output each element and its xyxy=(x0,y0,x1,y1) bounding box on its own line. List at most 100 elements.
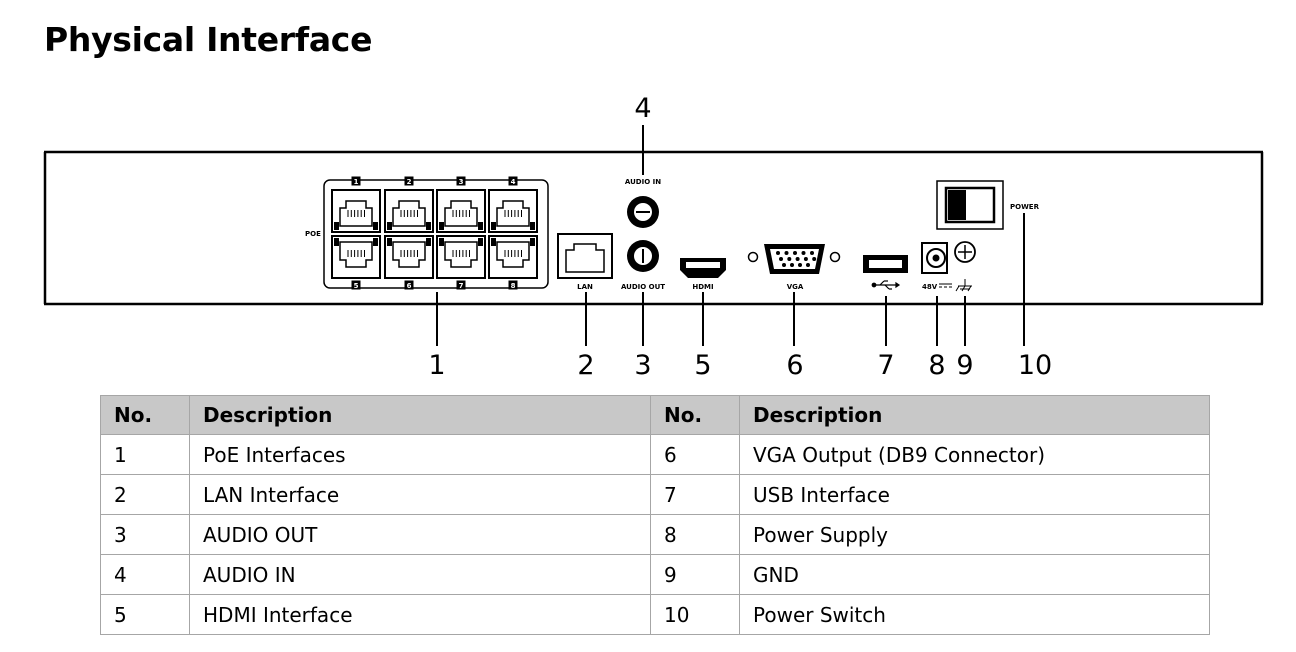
audio-out-jack: AUDIO OUT xyxy=(621,240,665,291)
vga-pin xyxy=(779,257,783,261)
row-no: 6 xyxy=(650,434,740,475)
header-no: No. xyxy=(100,395,190,435)
vga-pin xyxy=(806,263,810,267)
chassis-outline xyxy=(43,150,1264,306)
vga-pin xyxy=(798,263,802,267)
row-no: 9 xyxy=(650,554,740,595)
table-row: 4 AUDIO IN 9 GND xyxy=(100,554,1210,595)
poe-ports-group: POE 1 2 3 4 5 6 7 8 xyxy=(305,176,549,290)
svg-text:4: 4 xyxy=(511,178,516,186)
interface-table: No. Description No. Description 1 PoE In… xyxy=(100,395,1210,635)
callout-10: 10 xyxy=(1018,350,1052,381)
row-description: PoE Interfaces xyxy=(189,434,651,475)
table-row: 2 LAN Interface 7 USB Interface xyxy=(100,474,1210,515)
poe-port-number: 6 xyxy=(404,280,414,290)
row-no: 4 xyxy=(100,554,190,595)
row-description: Power Supply xyxy=(739,514,1210,555)
row-no: 7 xyxy=(650,474,740,515)
row-description: USB Interface xyxy=(739,474,1210,515)
row-description: GND xyxy=(739,554,1210,595)
poe-port-number: 3 xyxy=(456,176,466,186)
svg-text:1: 1 xyxy=(354,178,359,186)
hdmi-label: HDMI xyxy=(692,283,713,291)
vga-pin xyxy=(784,251,789,255)
poe-port-number: 2 xyxy=(404,176,414,186)
row-no: 10 xyxy=(650,594,740,635)
vga-label: VGA xyxy=(787,283,804,291)
callout-3: 3 xyxy=(634,350,651,381)
poe-port-number: 5 xyxy=(351,280,361,290)
row-description: Power Switch xyxy=(739,594,1210,635)
poe-port-number: 7 xyxy=(456,280,466,290)
row-no: 1 xyxy=(100,434,190,475)
callout-leaders xyxy=(436,125,1025,346)
callout-2: 2 xyxy=(577,350,594,381)
row-no: 5 xyxy=(100,594,190,635)
poe-port xyxy=(488,189,538,233)
audio-in-label: AUDIO IN xyxy=(625,178,661,186)
vga-pin xyxy=(810,251,814,255)
poe-port-number: 1 xyxy=(351,176,361,186)
svg-text:5: 5 xyxy=(354,282,359,290)
dc-label: 48V xyxy=(922,283,938,291)
row-description: HDMI Interface xyxy=(189,594,651,635)
usb-icon xyxy=(871,280,901,290)
svg-text:7: 7 xyxy=(459,282,464,290)
svg-text:6: 6 xyxy=(407,282,412,290)
callout-8: 8 xyxy=(928,350,945,381)
ground-screw xyxy=(954,241,976,292)
callout-4: 4 xyxy=(634,93,651,124)
poe-ports: 1 2 3 4 5 6 7 8 xyxy=(331,176,538,290)
callout-5: 5 xyxy=(694,350,711,381)
vga-pin xyxy=(782,263,786,267)
row-description: VGA Output (DB9 Connector) xyxy=(739,434,1210,475)
hdmi-port: HDMI xyxy=(680,258,726,291)
callout-9: 9 xyxy=(956,350,973,381)
poe-port xyxy=(436,235,486,279)
header-description: Description xyxy=(739,395,1210,435)
vga-pin xyxy=(795,257,800,261)
power-label: POWER xyxy=(1010,203,1040,211)
poe-port xyxy=(384,235,434,279)
row-no: 2 xyxy=(100,474,190,515)
ground-icon xyxy=(955,279,972,292)
table-row: 1 PoE Interfaces 6 VGA Output (DB9 Conne… xyxy=(100,434,1210,475)
poe-label: POE xyxy=(305,230,321,238)
row-description: AUDIO IN xyxy=(189,554,651,595)
callout-7: 7 xyxy=(877,350,894,381)
table-row: 3 AUDIO OUT 8 Power Supply xyxy=(100,514,1210,555)
vga-pins xyxy=(776,251,817,267)
callout-6: 6 xyxy=(786,350,803,381)
vga-pin xyxy=(803,257,808,261)
svg-text:2: 2 xyxy=(407,178,412,186)
poe-port xyxy=(384,189,434,233)
row-description: AUDIO OUT xyxy=(189,514,651,555)
dc-power-jack: 48V xyxy=(921,242,952,291)
header-no: No. xyxy=(650,395,740,435)
row-description: LAN Interface xyxy=(189,474,651,515)
vga-pin xyxy=(812,257,817,261)
vga-pin xyxy=(776,251,780,255)
lan-port: LAN xyxy=(557,233,613,291)
power-switch: POWER xyxy=(936,180,1040,230)
vga-pin xyxy=(793,251,797,255)
vga-pin xyxy=(790,263,794,267)
poe-port xyxy=(488,235,538,279)
lan-label: LAN xyxy=(577,283,593,291)
row-no: 3 xyxy=(100,514,190,555)
svg-text:8: 8 xyxy=(511,282,516,290)
table-row: 5 HDMI Interface 10 Power Switch xyxy=(100,594,1210,635)
callout-1: 1 xyxy=(428,350,445,381)
rear-panel-diagram: POE 1 2 3 4 5 6 7 8 LAN AUDIO IN AUDIO OUT HDMI… xyxy=(43,93,1264,381)
poe-port-number: 8 xyxy=(508,280,518,290)
poe-port xyxy=(436,189,486,233)
callout-numbers: 1 2 3 4 5 6 7 8 9 10 xyxy=(428,93,1052,381)
poe-port-number: 4 xyxy=(508,176,518,186)
page-title: Physical Interface xyxy=(44,20,373,59)
header-description: Description xyxy=(189,395,651,435)
vga-pin xyxy=(801,251,806,255)
table-header-row: No. Description No. Description xyxy=(100,395,1210,435)
svg-text:3: 3 xyxy=(459,178,464,186)
audio-in-jack: AUDIO IN xyxy=(625,178,661,228)
vga-pin xyxy=(787,257,792,261)
